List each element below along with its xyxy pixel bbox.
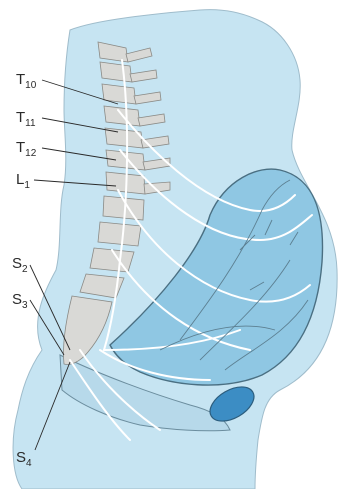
label-t10: T10 — [16, 71, 37, 91]
label-s2: S2 — [12, 255, 28, 275]
label-l1: L1 — [16, 171, 30, 191]
label-s3: S3 — [12, 291, 28, 311]
label-t11: T11 — [16, 109, 36, 129]
label-t12: T12 — [16, 139, 37, 159]
